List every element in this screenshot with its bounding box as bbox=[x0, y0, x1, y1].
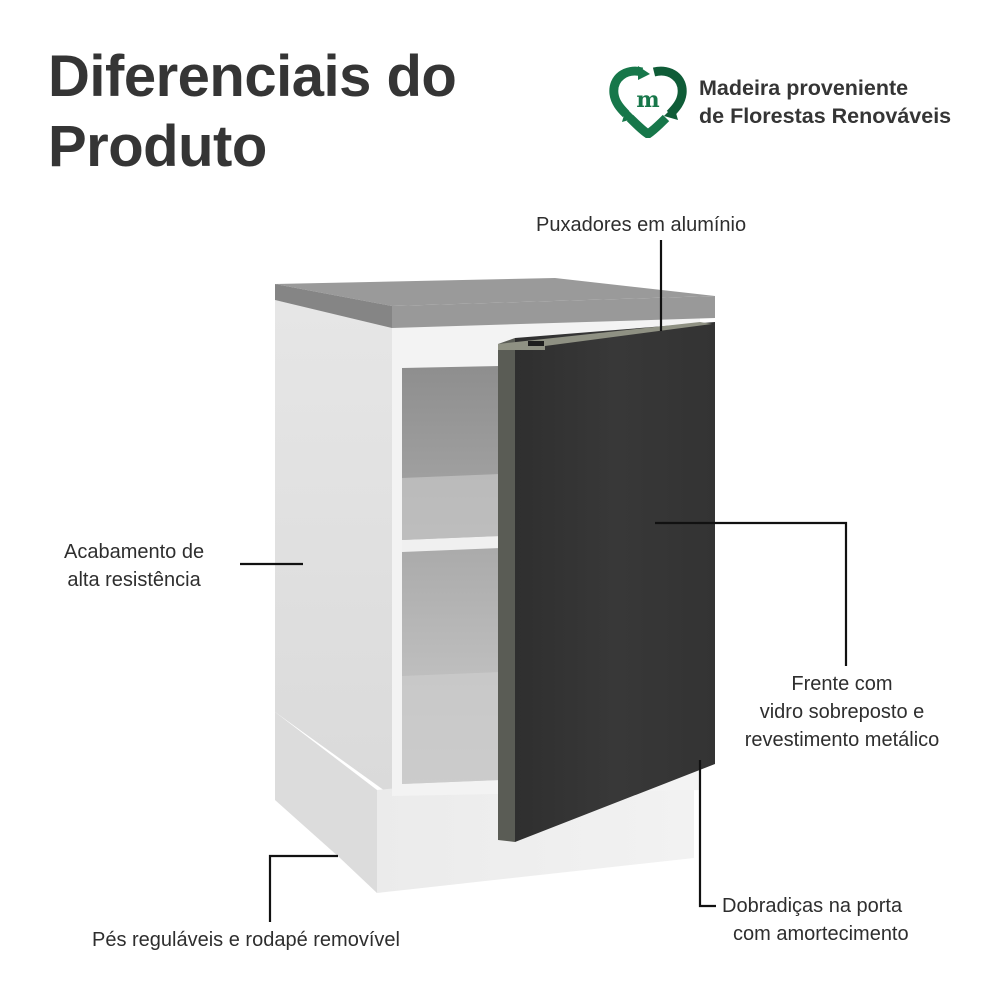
badge-line-2: de Florestas Renováveis bbox=[699, 104, 952, 128]
sustainability-badge: m Madeira proveniente de Florestas Renov… bbox=[608, 66, 951, 138]
callout-front-line-2: vidro sobreposto e bbox=[759, 701, 925, 723]
callout-handle: Puxadores em alumínio bbox=[536, 211, 746, 239]
leader-hinges bbox=[698, 760, 716, 908]
callout-feet-text: Pés reguláveis e rodapé removível bbox=[92, 929, 400, 951]
callout-front-line-3: revestimento metálico bbox=[744, 729, 940, 751]
callout-hinges: Dobradiças na porta com amortecimento bbox=[722, 892, 909, 948]
title-line-2: Produto bbox=[48, 114, 267, 179]
callout-feet: Pés reguláveis e rodapé removível bbox=[92, 926, 400, 954]
page-title: Diferenciais do Produto bbox=[48, 42, 457, 182]
badge-line-1: Madeira proveniente bbox=[699, 76, 909, 100]
leader-front bbox=[655, 521, 848, 666]
callout-front-line-1: Frente com bbox=[791, 673, 893, 695]
cabinet-door bbox=[498, 322, 715, 842]
recycle-heart-m-icon: m bbox=[609, 66, 687, 138]
badge-text: Madeira proveniente de Florestas Renováv… bbox=[699, 74, 951, 130]
svg-text:m: m bbox=[636, 87, 659, 113]
callout-finish-line-2: alta resistência bbox=[67, 569, 201, 591]
aluminium-handle bbox=[498, 322, 712, 350]
callout-finish-line-1: Acabamento de bbox=[64, 541, 205, 563]
callout-hinges-line-2: com amortecimento bbox=[733, 923, 909, 945]
leader-feet bbox=[268, 854, 338, 922]
cabinet-countertop bbox=[275, 278, 715, 328]
leader-lines bbox=[240, 240, 848, 922]
callout-finish: Acabamento de alta resistência bbox=[64, 538, 204, 594]
cabinet-side-panel bbox=[275, 300, 392, 796]
title-line-1: Diferenciais do bbox=[48, 44, 457, 109]
callout-handle-text: Puxadores em alumínio bbox=[536, 214, 747, 236]
callout-hinges-line-1: Dobradiças na porta bbox=[722, 895, 903, 917]
callout-front: Frente com vidro sobreposto e revestimen… bbox=[722, 670, 962, 754]
